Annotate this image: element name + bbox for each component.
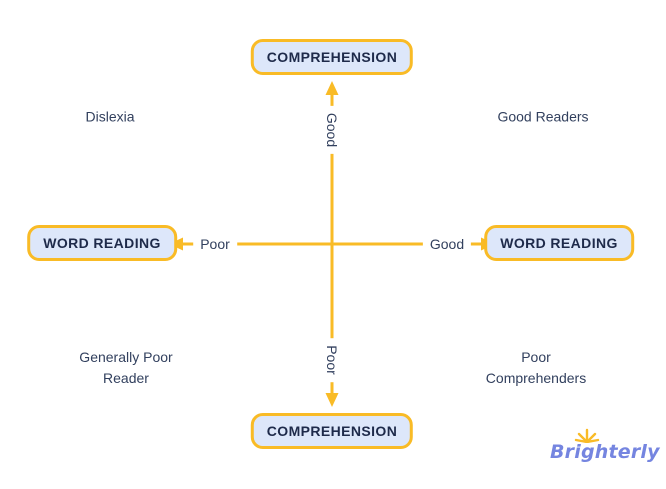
arrow-down-icon <box>325 393 339 407</box>
brighterly-logo: Brighterly <box>548 428 663 476</box>
sun-rays-icon <box>574 428 600 443</box>
axis-label-poor-left: Poor <box>193 235 237 253</box>
quadrant-label-line: Poor <box>521 349 551 365</box>
axis-label-good-right: Good <box>422 235 472 253</box>
axis-label-poor-bottom: Poor <box>323 338 341 382</box>
quadrant-label-line: Comprehenders <box>485 370 587 386</box>
node-comprehension-top: COMPREHENSION <box>250 39 414 75</box>
quadrant-label-line: Reader <box>103 370 149 386</box>
axis-label-good-top: Good <box>323 105 341 155</box>
node-word-reading-left: WORD READING <box>27 225 177 261</box>
quadrant-label-good-readers: Good Readers <box>497 108 589 125</box>
quadrant-label-generally-poor-reader: Generally Poor Reader <box>79 347 172 389</box>
node-comprehension-bottom: COMPREHENSION <box>250 413 414 449</box>
logo-wordmark: Brighterly <box>550 441 660 463</box>
quadrant-label-line: Generally Poor <box>79 349 173 365</box>
quadrant-label-poor-comprehenders: Poor Comprehenders <box>486 347 586 389</box>
node-word-reading-right: WORD READING <box>484 225 634 261</box>
arrow-up-icon <box>325 81 339 95</box>
quadrant-label-dislexia: Dislexia <box>85 108 135 125</box>
